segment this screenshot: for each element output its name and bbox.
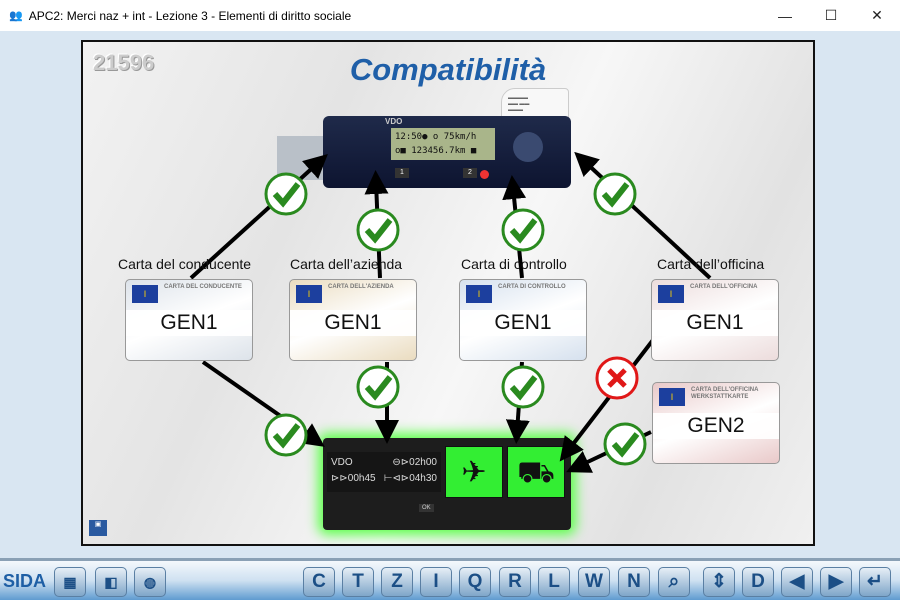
window-title: APC2: Merci naz + int - Lezione 3 - Elem… bbox=[28, 8, 352, 23]
tachograph-gen1: VDO 12:50● o 75km/h o■ 123456.7km ■ 1 2 bbox=[323, 116, 571, 188]
driver-card: I CARTA DEL CONDUCENTE GEN1 bbox=[125, 279, 253, 361]
ok-button: OK bbox=[419, 504, 434, 512]
check-icon bbox=[264, 413, 308, 457]
slide-title: Compatibilità bbox=[349, 52, 547, 87]
card-header: CARTA DEL CONDUCENTE bbox=[164, 284, 242, 290]
card-label-control: Carta di controllo bbox=[461, 256, 567, 272]
card-label-company: Carta dell’azienda bbox=[290, 256, 403, 272]
tacho-brand: VDO bbox=[385, 117, 403, 126]
eu-flag-icon: I bbox=[659, 388, 685, 406]
tacho2-line1: ⊖⊳02h00 bbox=[392, 457, 437, 468]
card-generation: GEN1 bbox=[652, 310, 778, 336]
globe-icon[interactable]: ◍ bbox=[134, 567, 166, 597]
maximize-button[interactable]: ☐ bbox=[824, 7, 838, 23]
tacho-display: 12:50● o 75km/h o■ 123456.7km ■ bbox=[391, 128, 495, 160]
card-label-workshop: Carta dell’officina bbox=[657, 256, 765, 272]
check-icon bbox=[593, 172, 637, 216]
nav-button-7[interactable]: W bbox=[578, 567, 610, 597]
tacho-display-line2: o■ 123456.7km ■ bbox=[395, 146, 477, 156]
workshop-card-gen2: I CARTA DELL'OFFICINA WERKSTATTKARTE GEN… bbox=[652, 382, 780, 464]
tacho-display-line1: 12:50● o 75km/h bbox=[395, 132, 477, 142]
card-generation: GEN1 bbox=[290, 310, 416, 336]
arrows-layer bbox=[189, 151, 712, 473]
nav-button-2[interactable]: Z bbox=[381, 567, 413, 597]
nav-button-12[interactable]: ◀ bbox=[781, 567, 813, 597]
check-icon bbox=[356, 208, 400, 252]
control-card: I CARTA DI CONTROLLO GEN1 bbox=[459, 279, 587, 361]
nav-button-8[interactable]: N bbox=[618, 567, 650, 597]
card-header: CARTA DELL'OFFICINA WERKSTATTKARTE bbox=[691, 387, 759, 400]
card-generation: GEN1 bbox=[126, 310, 252, 336]
nav-button-0[interactable]: C bbox=[303, 567, 335, 597]
nav-button-4[interactable]: Q bbox=[459, 567, 491, 597]
card-label-driver: Carta del conducente bbox=[118, 256, 252, 272]
slide: 21596 Compatibilità ▬▬▬▬▬▬ ▬▬▬▬▬ VDO 12:… bbox=[81, 40, 815, 546]
eu-flag-icon: I bbox=[466, 285, 492, 303]
eu-flag-icon: I bbox=[658, 285, 684, 303]
nav-button-5[interactable]: R bbox=[499, 567, 531, 597]
card-header: CARTA DELL'AZIENDA bbox=[328, 284, 394, 290]
eu-flag-icon: I bbox=[296, 285, 322, 303]
card-generation: GEN1 bbox=[460, 310, 586, 336]
card-header: CARTA DELL'OFFICINA bbox=[690, 284, 758, 290]
tacho-button-2: 2 bbox=[463, 168, 477, 178]
check-icon bbox=[501, 365, 545, 409]
nav-button-11[interactable]: D bbox=[742, 567, 774, 597]
card-generation: GEN2 bbox=[653, 413, 779, 439]
check-icon bbox=[603, 422, 647, 466]
tacho2-display: VDO ⊖⊳02h00 ⊳⊳00h45 ⊢⊲⊳04h30 bbox=[327, 452, 441, 492]
check-icon bbox=[264, 172, 308, 216]
check-icon bbox=[356, 365, 400, 409]
nav-button-6[interactable]: L bbox=[538, 567, 570, 597]
smart-tachograph-gen2: VDO ⊖⊳02h00 ⊳⊳00h45 ⊢⊲⊳04h30 OK ✈ ⛟ bbox=[323, 438, 571, 530]
workshop-card-gen1: I CARTA DELL'OFFICINA GEN1 bbox=[651, 279, 779, 361]
red-button bbox=[480, 170, 489, 179]
video-person-icon[interactable]: ◧ bbox=[95, 567, 127, 597]
dsrc-vehicle-icon: ⛟ bbox=[507, 446, 565, 498]
cross-icon bbox=[595, 356, 639, 400]
eu-flag-icon: I bbox=[132, 285, 158, 303]
tacho-button-1: 1 bbox=[395, 168, 409, 178]
users-icon: 👥 bbox=[9, 10, 23, 22]
tacho2-line2: ⊳⊳00h45 bbox=[331, 473, 376, 484]
gnss-position-icon: ✈ bbox=[445, 446, 503, 498]
logo-icon: ▣ bbox=[89, 520, 107, 536]
nav-button-1[interactable]: T bbox=[342, 567, 374, 597]
check-icon bbox=[501, 208, 545, 252]
nav-pad bbox=[513, 132, 543, 162]
nav-button-14[interactable]: ↵ bbox=[859, 567, 891, 597]
sida-logo: SIDA bbox=[3, 571, 47, 591]
nav-button-9[interactable]: ⌕ bbox=[658, 567, 690, 597]
slide-number: 21596 bbox=[93, 50, 155, 75]
nav-button-3[interactable]: I bbox=[420, 567, 452, 597]
tacho2-line3: ⊢⊲⊳04h30 bbox=[383, 473, 437, 484]
qr-person-icon[interactable]: ▦ bbox=[54, 567, 86, 597]
minimize-button[interactable]: — bbox=[778, 7, 792, 24]
nav-button-13[interactable]: ▶ bbox=[820, 567, 852, 597]
close-button[interactable]: ✕ bbox=[871, 7, 883, 23]
tacho2-brand: VDO bbox=[331, 457, 353, 468]
card-header: CARTA DI CONTROLLO bbox=[498, 284, 566, 290]
nav-button-10[interactable]: ⇕ bbox=[703, 567, 735, 597]
title-bar: 👥 APC2: Merci naz + int - Lezione 3 - El… bbox=[0, 0, 900, 31]
company-card: I CARTA DELL'AZIENDA GEN1 bbox=[289, 279, 417, 361]
